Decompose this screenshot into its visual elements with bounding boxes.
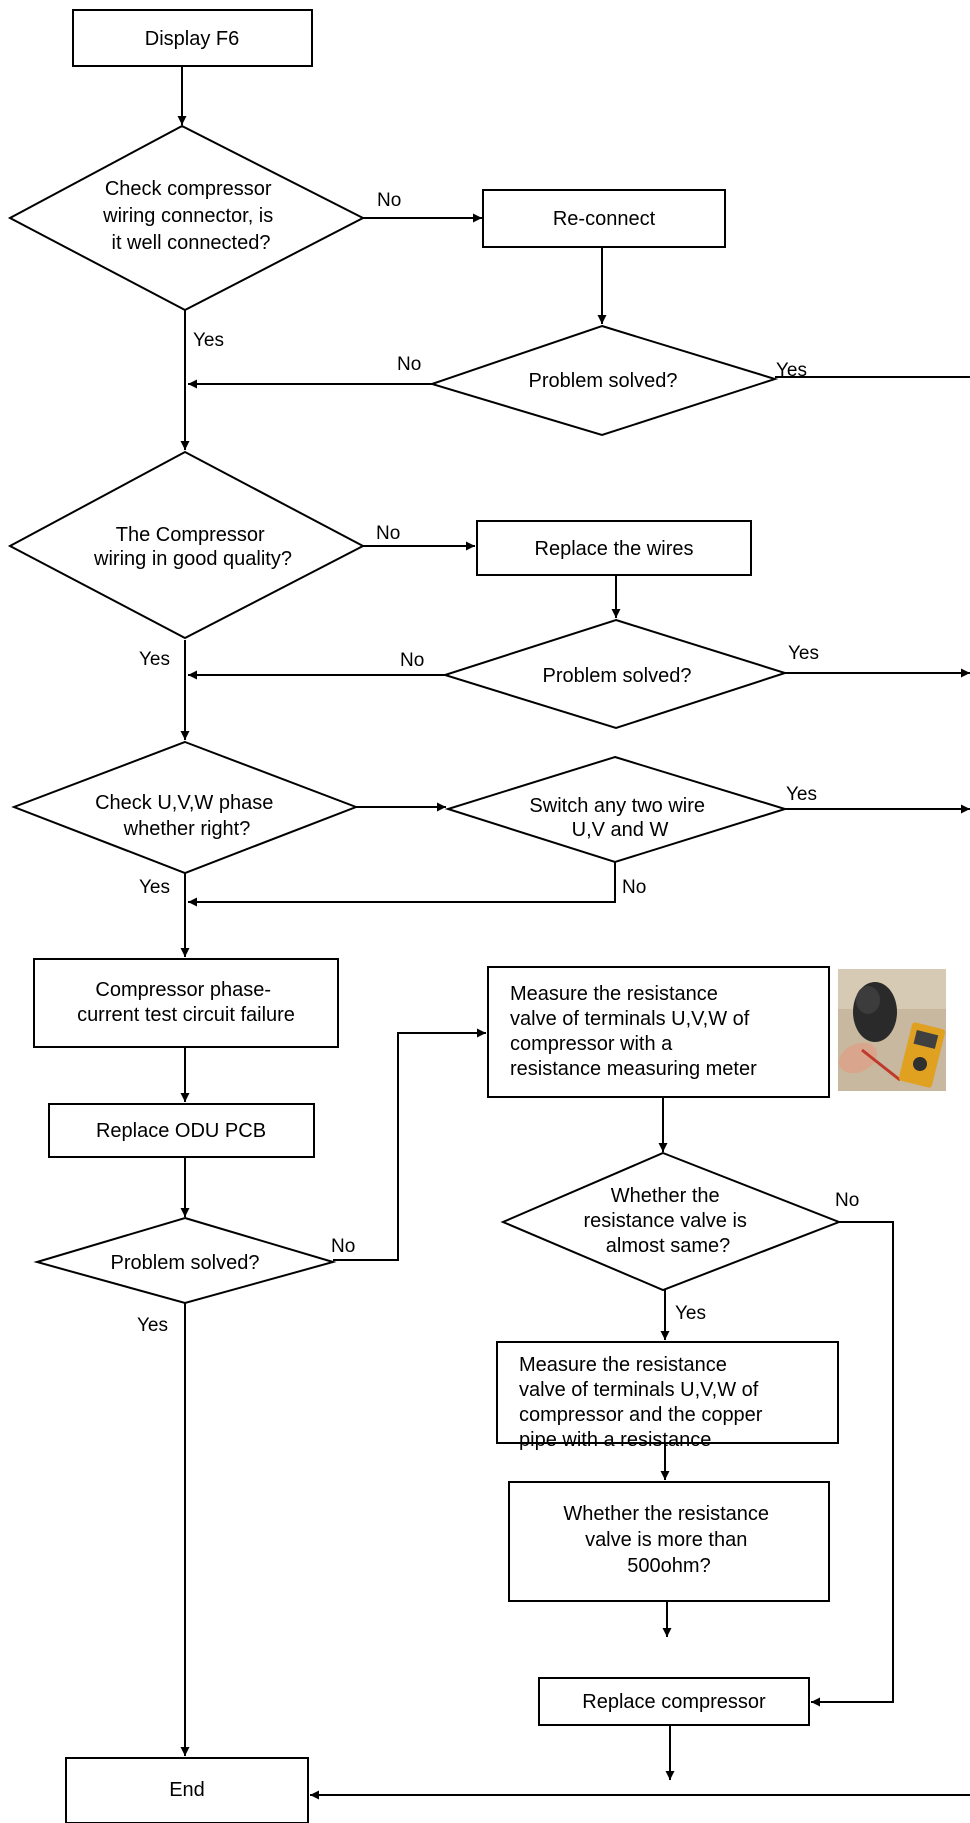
decision-switch-two-wires: Switch any two wire U,V and W xyxy=(444,755,789,864)
start-display-f6: Display F6 xyxy=(72,9,313,67)
node-label: The Compressor wiring in good quality? xyxy=(93,524,292,570)
process-measure-resistance-2: Measure the resistance valve of terminal… xyxy=(496,1341,839,1451)
node-label: Replace compressor xyxy=(582,1691,766,1713)
edge-label-ps1-yes: Yes xyxy=(776,360,807,381)
node-label: Measure the resistance valve of terminal… xyxy=(519,1354,768,1451)
edge-label-d4-no: No xyxy=(835,1190,859,1211)
end-terminal: End xyxy=(65,1757,309,1823)
node-label: Problem solved? xyxy=(529,370,678,392)
decision-problem-solved-3: Problem solved? xyxy=(33,1216,337,1305)
decision-resistance-almost-same: Whether the resistance valve is almost s… xyxy=(500,1151,842,1292)
edge-label-switch-yes: Yes xyxy=(786,784,817,805)
edge-label-d1-no: No xyxy=(377,190,401,211)
node-label: End xyxy=(169,1779,205,1801)
decision-wiring-quality: The Compressor wiring in good quality? xyxy=(7,450,366,640)
process-replace-wires: Replace the wires xyxy=(476,520,752,576)
node-label: Problem solved? xyxy=(543,665,692,687)
node-label: Replace ODU PCB xyxy=(96,1120,266,1142)
decision-problem-solved-2: Problem solved? xyxy=(441,618,789,730)
decision-problem-solved-1: Problem solved? xyxy=(428,324,779,437)
process-measure-resistance-1: Measure the resistance valve of terminal… xyxy=(487,966,830,1098)
decision-uvw-phase: Check U,V,W phase whether right? xyxy=(11,740,359,875)
node-label: Whether the resistance valve is more tha… xyxy=(563,1503,774,1577)
edge-labels: No Yes No Yes No Yes No Yes Yes Yes No N… xyxy=(137,190,859,1336)
connectors xyxy=(177,66,970,1800)
edge-label-ps2-no: No xyxy=(400,650,424,671)
process-replace-compressor: Replace compressor xyxy=(538,1677,810,1726)
node-label: Display F6 xyxy=(145,28,239,50)
node-label: Measure the resistance valve of terminal… xyxy=(510,983,757,1080)
edge-label-switch-no: No xyxy=(622,877,646,898)
node-label: Replace the wires xyxy=(535,538,694,560)
decision-wiring-connected: Check compressor wiring connector, is it… xyxy=(7,124,366,312)
node-label: Switch any two wire U,V and W xyxy=(529,795,710,841)
process-replace-odu-pcb: Replace ODU PCB xyxy=(48,1103,315,1158)
process-reconnect: Re-connect xyxy=(482,189,726,248)
edge-label-ps3-no: No xyxy=(331,1236,355,1257)
edge-label-ps2-yes: Yes xyxy=(788,643,819,664)
edge-label-ps1-no: No xyxy=(397,354,421,375)
edge-label-d1-yes: Yes xyxy=(193,330,224,351)
node-label: Check U,V,W phase whether right? xyxy=(95,792,279,840)
process-phase-current-failure: Compressor phase- current test circuit f… xyxy=(33,958,339,1048)
edge-label-d3-yes: Yes xyxy=(139,877,170,898)
process-check-500ohm: Whether the resistance valve is more tha… xyxy=(508,1481,830,1602)
node-label: Problem solved? xyxy=(111,1252,260,1274)
node-label: Check compressor wiring connector, is it… xyxy=(102,178,279,254)
multimeter-photo xyxy=(838,969,946,1091)
edge-label-ps3-yes: Yes xyxy=(137,1315,168,1336)
edge-label-d2-no: No xyxy=(376,523,400,544)
node-label: Re-connect xyxy=(553,208,656,230)
node-label: Whether the resistance valve is almost s… xyxy=(584,1185,753,1257)
node-label: Compressor phase- current test circuit f… xyxy=(77,979,295,1026)
edge-label-d4-yes: Yes xyxy=(675,1303,706,1324)
edge-label-d2-yes: Yes xyxy=(139,649,170,670)
